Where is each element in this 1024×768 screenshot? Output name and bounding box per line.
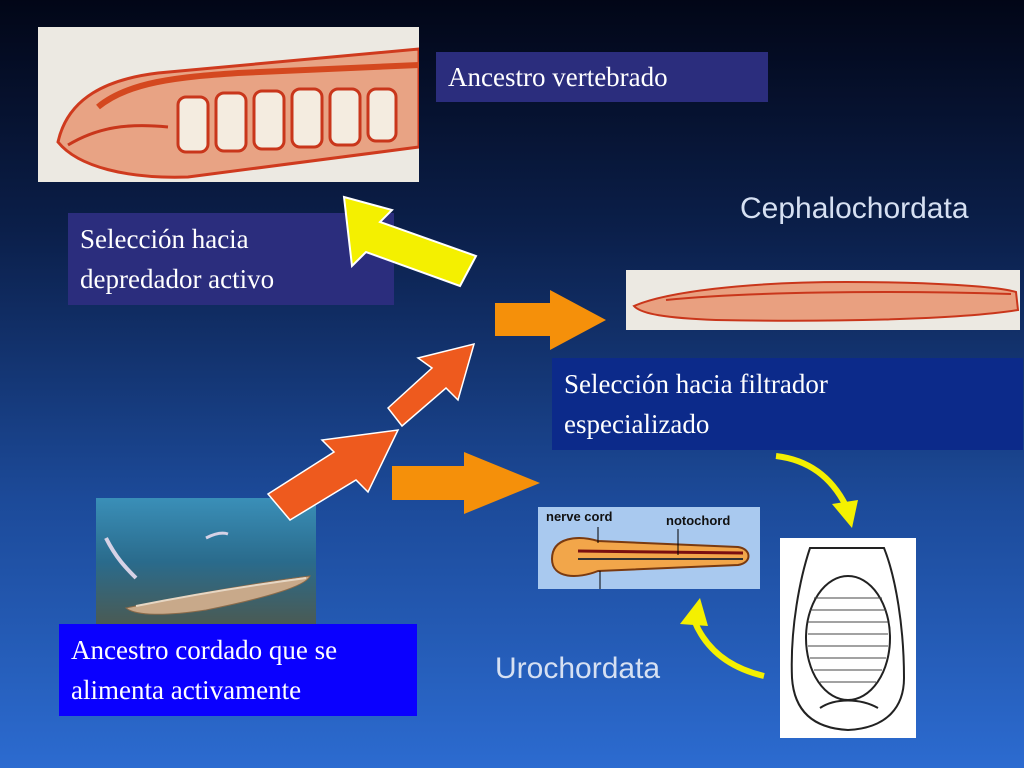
adult-tunicate-image xyxy=(780,538,916,738)
ancestro-cordado-box: Ancestro cordado que se alimenta activam… xyxy=(59,624,417,716)
yellow-curved-arrow-down xyxy=(775,453,849,508)
chordate-ancestor-image xyxy=(96,498,316,626)
ancestro-vertebrado-text: Ancestro vertebrado xyxy=(448,62,668,92)
seleccion-depredador-line2: depredador activo xyxy=(80,264,275,294)
notochord-label: notochord xyxy=(666,513,731,528)
yellow-curved-arrow-left xyxy=(691,618,765,679)
seleccion-depredador-box: Selección hacia depredador activo xyxy=(68,213,394,305)
ancestro-cordado-line1: Ancestro cordado que se xyxy=(71,635,338,665)
cephalochordata-image xyxy=(626,270,1020,330)
tunicate-drawing xyxy=(790,547,906,732)
seleccion-filtrador-line1: Selección hacia filtrador xyxy=(564,369,828,399)
chordate-ancestor-drawing xyxy=(104,531,311,615)
orange-arrow-right-top xyxy=(495,290,606,350)
larva-drawing xyxy=(550,527,750,589)
seleccion-depredador-line1: Selección hacia xyxy=(80,224,249,254)
ancestro-cordado-line2: alimenta activamente xyxy=(71,675,302,705)
orange-arrow-right-bottom xyxy=(392,452,540,514)
nerve-cord-label: nerve cord xyxy=(546,509,613,524)
yellow-arrow-up-left xyxy=(342,195,478,288)
lancelet-drawing xyxy=(632,280,1020,322)
red-arrow-diagonal-upper xyxy=(386,342,476,428)
red-arrow-diagonal-lower xyxy=(266,429,400,521)
seleccion-filtrador-box: Selección hacia filtrador especializado xyxy=(552,358,1023,450)
yellow-curved-arrow-left-head xyxy=(680,598,708,626)
yellow-curved-arrow-down-head xyxy=(832,500,858,528)
ancestro-vertebrado-label: Ancestro vertebrado xyxy=(436,52,768,102)
seleccion-filtrador-line2: especializado xyxy=(564,409,710,439)
cephalochordata-label: Cephalochordata xyxy=(740,192,969,225)
urochordata-larva-image: nerve cord notochord xyxy=(538,507,760,589)
urochordata-label: Urochordata xyxy=(495,652,661,685)
